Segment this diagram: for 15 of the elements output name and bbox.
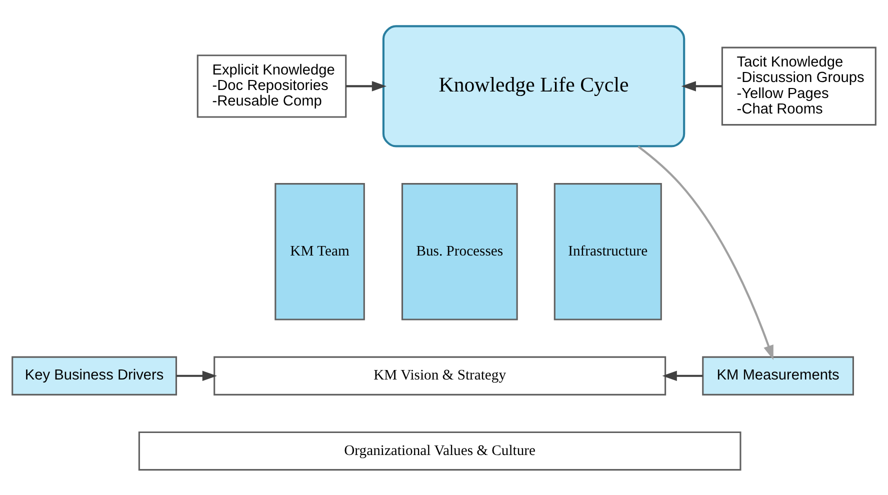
node-box: Tacit Knowledge -Discussion Groups -Yellow Pages -Chat Rooms: [721, 46, 876, 126]
node-box: Infrastructure: [554, 182, 662, 320]
arrow: [346, 80, 387, 91]
node-box: Key Business Drivers: [12, 356, 178, 395]
arrow: [662, 370, 703, 380]
node-box: Knowledge Life Cycle: [382, 24, 686, 147]
node-box: Explicit Knowledge -Doc Repositories -Reusable Comp: [196, 54, 347, 118]
node-box: KM Vision & Strategy: [214, 356, 666, 395]
node-box: Organizational Values & Culture: [138, 430, 742, 470]
node-box: KM Measurements: [702, 356, 854, 395]
arrow: [681, 80, 722, 91]
arrow: [638, 145, 774, 360]
node-box: KM Team: [274, 182, 365, 320]
node-box: Bus. Processes: [401, 182, 518, 320]
arrow: [176, 370, 218, 380]
